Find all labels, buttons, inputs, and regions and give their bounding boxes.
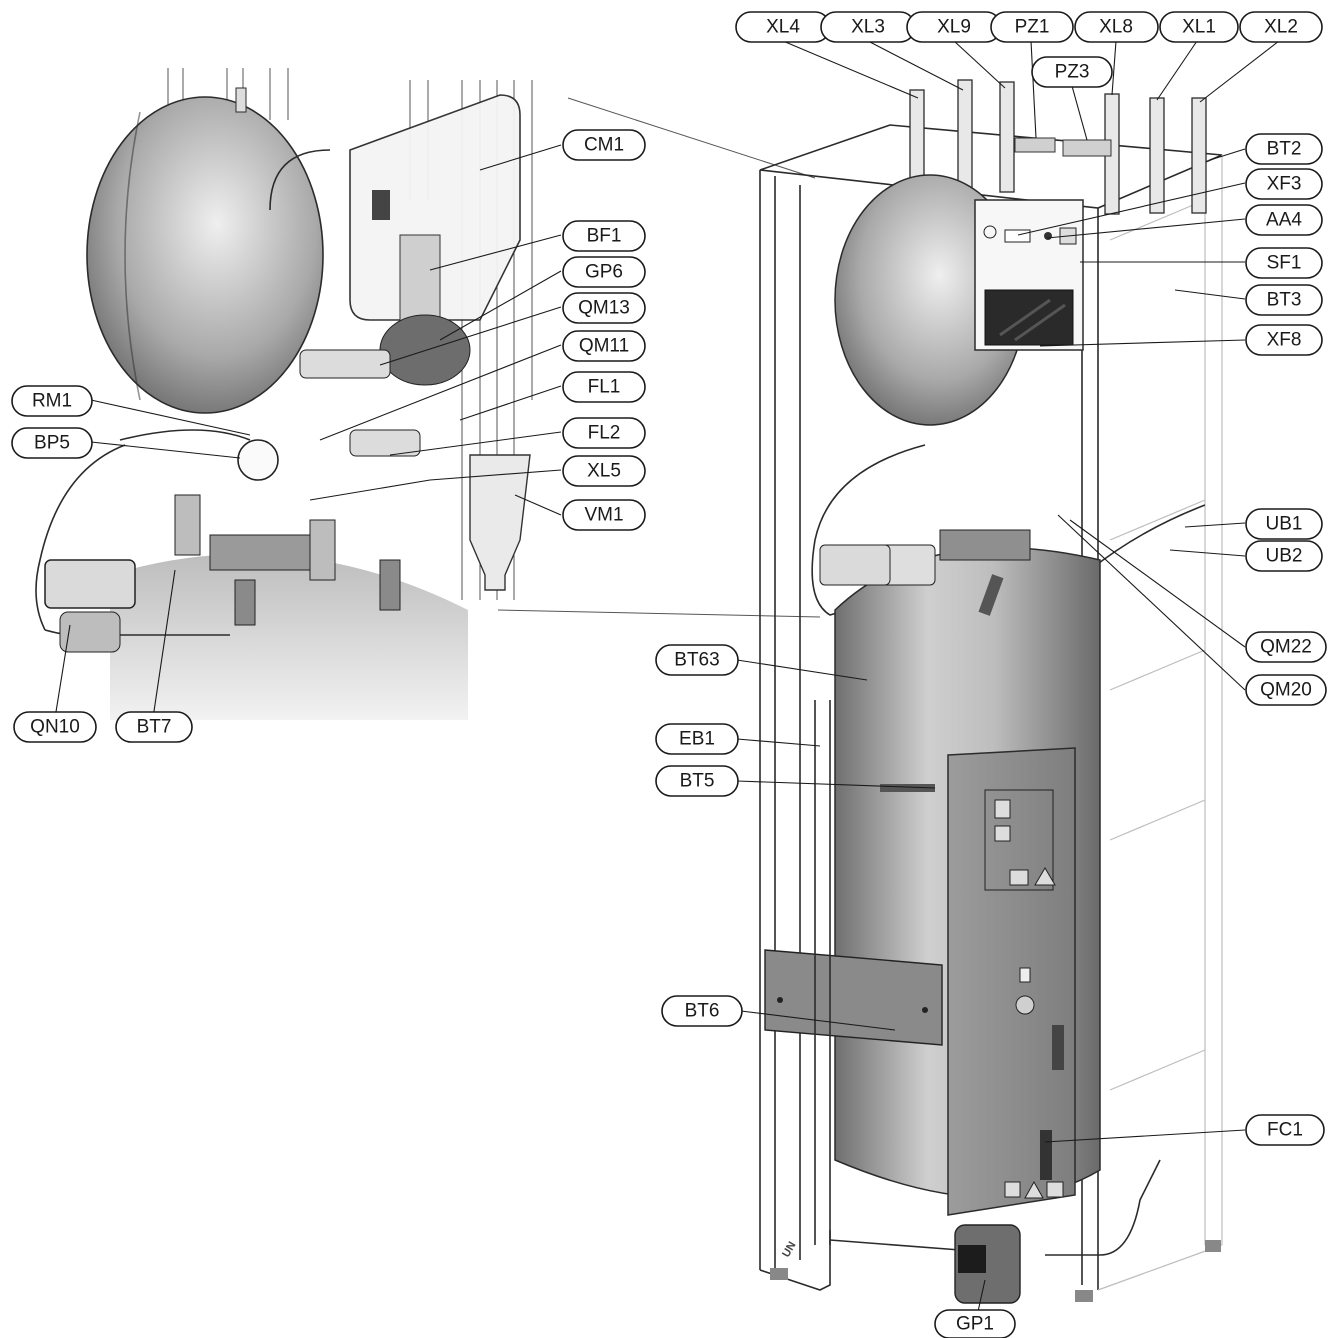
label-fl2: FL2 <box>562 417 646 449</box>
svg-text:VM1: VM1 <box>584 505 623 526</box>
svg-text:FC1: FC1 <box>1267 1120 1303 1141</box>
label-xl2: XL2 <box>1239 11 1323 43</box>
svg-text:BT63: BT63 <box>674 650 719 671</box>
svg-text:FL2: FL2 <box>588 423 621 444</box>
unit-frame-left <box>759 170 801 1275</box>
svg-text:BT3: BT3 <box>1267 290 1302 311</box>
svg-text:CM1: CM1 <box>584 135 624 156</box>
svg-text:UB2: UB2 <box>1266 546 1303 567</box>
svg-text:XL3: XL3 <box>851 17 885 38</box>
svg-text:UB1: UB1 <box>1266 514 1303 535</box>
label-gp6: GP6 <box>562 256 646 288</box>
svg-text:QN10: QN10 <box>30 717 80 738</box>
svg-text:XL1: XL1 <box>1182 17 1216 38</box>
label-xl4: XL4 <box>735 11 831 43</box>
unit-thermostat-fc1 <box>1040 1130 1052 1180</box>
unit-electrical-panel <box>947 747 1076 1216</box>
label-rm1: RM1 <box>11 385 93 417</box>
label-pz3: PZ3 <box>1031 56 1113 88</box>
unit-pz3-plate <box>1062 139 1112 157</box>
label-xf8: XF8 <box>1245 324 1323 356</box>
unit-view: UN <box>759 79 1223 1304</box>
label-qm22: QM22 <box>1245 631 1327 663</box>
label-bt3: BT3 <box>1245 284 1323 316</box>
leader-lines <box>54 40 1280 1326</box>
label-eb1: EB1 <box>655 723 739 755</box>
svg-text:RM1: RM1 <box>32 391 72 412</box>
svg-text:QM22: QM22 <box>1260 637 1312 658</box>
label-bp5: BP5 <box>11 427 93 459</box>
unit-pz1-plate <box>1014 137 1056 153</box>
detail-lower-tank <box>110 554 468 720</box>
label-qm11: QM11 <box>562 330 646 362</box>
svg-text:PZ1: PZ1 <box>1015 17 1050 38</box>
svg-text:XF3: XF3 <box>1267 174 1302 195</box>
svg-text:XL2: XL2 <box>1264 17 1298 38</box>
label-xl8: XL8 <box>1074 11 1159 43</box>
view-connector-bottom <box>497 609 821 618</box>
svg-text:BP5: BP5 <box>34 433 70 454</box>
unit-frame-back <box>1097 155 1223 1291</box>
svg-text:XF8: XF8 <box>1267 330 1302 351</box>
label-vm1: VM1 <box>562 499 646 531</box>
label-bt5: BT5 <box>655 765 739 797</box>
svg-text:XL4: XL4 <box>766 17 800 38</box>
label-bt2: BT2 <box>1245 133 1323 165</box>
svg-text:EB1: EB1 <box>679 729 715 750</box>
label-aa4: AA4 <box>1245 204 1323 236</box>
label-xl5: XL5 <box>562 455 646 487</box>
label-bt6: BT6 <box>661 995 743 1027</box>
detail-control-module <box>349 94 521 321</box>
detail-particle-filter <box>469 454 531 591</box>
label-pz1: PZ1 <box>990 11 1074 43</box>
unit-marking: UN <box>780 1240 798 1260</box>
svg-text:SF1: SF1 <box>1267 253 1302 274</box>
label-xl9: XL9 <box>906 11 1002 43</box>
label-qn10: QN10 <box>13 711 97 743</box>
unit-circulation-pump <box>954 1224 1021 1304</box>
svg-text:QM20: QM20 <box>1260 680 1312 701</box>
svg-text:XL8: XL8 <box>1099 17 1133 38</box>
label-ub2: UB2 <box>1245 540 1323 572</box>
svg-text:BF1: BF1 <box>587 226 622 247</box>
label-qm13: QM13 <box>562 292 646 324</box>
svg-text:FL1: FL1 <box>588 377 621 398</box>
svg-text:BT6: BT6 <box>685 1001 720 1022</box>
label-ub1: UB1 <box>1245 508 1323 540</box>
label-fc1: FC1 <box>1245 1114 1325 1146</box>
svg-text:PZ3: PZ3 <box>1055 62 1090 83</box>
svg-text:BT2: BT2 <box>1267 139 1302 160</box>
unit-sensor-bt6-cover <box>764 949 943 1046</box>
label-bf1: BF1 <box>562 220 646 252</box>
svg-text:BT5: BT5 <box>680 771 715 792</box>
detail-expansion-vessel <box>86 96 324 414</box>
svg-text:XL5: XL5 <box>587 461 621 482</box>
detail-shunt-valve-actuator <box>44 559 136 609</box>
svg-text:XL9: XL9 <box>937 17 971 38</box>
label-qm20: QM20 <box>1245 674 1327 706</box>
label-xl1: XL1 <box>1159 11 1239 43</box>
label-bt7: BT7 <box>115 711 193 743</box>
detail-pump <box>379 314 471 386</box>
svg-text:QM13: QM13 <box>578 298 630 319</box>
svg-text:BT7: BT7 <box>137 717 172 738</box>
label-xl3: XL3 <box>820 11 916 43</box>
label-cm1: CM1 <box>562 129 646 161</box>
detail-view <box>35 68 533 720</box>
svg-text:AA4: AA4 <box>1266 210 1302 231</box>
label-bt63: BT63 <box>655 644 739 676</box>
label-gp1: GP1 <box>934 1309 1016 1338</box>
label-sf1: SF1 <box>1245 247 1323 279</box>
unit-sensor-bt5 <box>880 784 935 792</box>
svg-text:GP1: GP1 <box>956 1314 994 1335</box>
label-xf3: XF3 <box>1245 168 1323 200</box>
svg-text:QM11: QM11 <box>579 336 629 357</box>
svg-text:GP6: GP6 <box>585 262 623 283</box>
detail-manometer <box>237 439 279 481</box>
unit-display <box>984 289 1074 346</box>
label-fl1: FL1 <box>562 371 646 403</box>
